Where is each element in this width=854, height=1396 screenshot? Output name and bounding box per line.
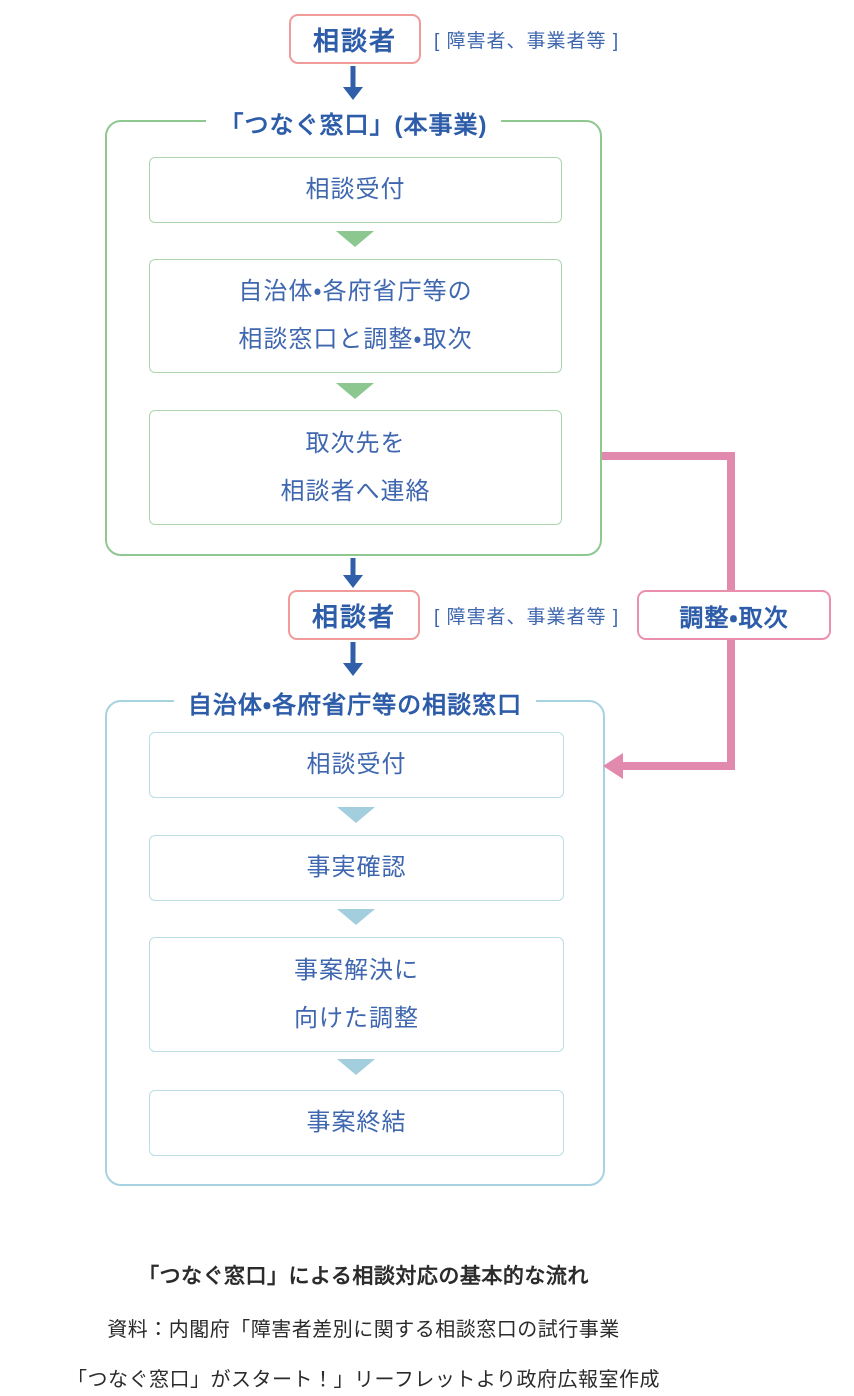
step-resolution: 事案解決に 向けた調整 — [149, 937, 564, 1052]
caption: 「つなぐ窓口」による相談対応の基本的な流れ 資料：内閣府「障害者差別に関する相談… — [0, 1260, 727, 1396]
step-line: 自治体・各府省庁等の — [238, 278, 473, 305]
step-line: 事案解決に — [294, 956, 419, 984]
step-line: 向けた調整 — [294, 1004, 419, 1032]
connector-line-top — [602, 452, 735, 460]
consultant-box-mid: 相談者 — [288, 590, 420, 640]
step-line: 相談窓口と調整・取次 — [238, 326, 473, 353]
consultant-note-top: [ 障害者、事業者等 ] — [434, 30, 620, 52]
step-reception2: 相談受付 — [149, 732, 564, 798]
arrow-down-icon — [343, 642, 363, 676]
connector-line-bottom — [621, 762, 735, 770]
flow-arrow-icon — [337, 909, 375, 925]
step-notify: 取次先を 相談者へ連絡 — [149, 410, 562, 525]
municipal-section-title: 自治体・各府省庁等の相談窓口 — [173, 685, 537, 720]
coordination-label: 調整・取次 — [679, 604, 789, 632]
step-line: 取次先を — [305, 429, 406, 457]
step-line: 事案終結 — [306, 1109, 407, 1136]
tsunagu-section-title: 「つなぐ窓口」(本事業) — [205, 105, 502, 140]
consultant-label: 相談者 — [311, 601, 396, 632]
step-line: 相談受付 — [305, 176, 406, 203]
caption-title: 「つなぐ窓口」による相談対応の基本的な流れ — [138, 1265, 589, 1288]
caption-source-line1: 資料：内閣府「障害者差別に関する相談窓口の試行事業 — [107, 1319, 620, 1341]
flow-arrow-icon — [337, 1059, 375, 1075]
step-line: 相談者へ連絡 — [280, 477, 431, 505]
step-coordination: 自治体・各府省庁等の 相談窓口と調整・取次 — [149, 259, 562, 373]
flow-arrow-icon — [336, 231, 374, 247]
flow-arrow-icon — [337, 807, 375, 823]
step-line: 相談受付 — [306, 751, 407, 778]
arrow-down-icon — [343, 558, 363, 588]
step-line: 事実確認 — [306, 854, 407, 881]
flow-arrow-icon — [336, 383, 374, 399]
coordination-label-box: 調整・取次 — [637, 590, 831, 640]
consultant-note-mid: [ 障害者、事業者等 ] — [434, 606, 620, 628]
connector-arrowhead-icon — [603, 753, 623, 779]
step-factcheck: 事実確認 — [149, 835, 564, 901]
consultant-box-top: 相談者 — [289, 14, 421, 64]
municipal-section: 自治体・各府省庁等の相談窓口 相談受付 事実確認 事案解決に 向けた調整 事案終… — [105, 685, 605, 1186]
consultant-label: 相談者 — [312, 25, 397, 56]
arrow-down-icon — [343, 66, 363, 100]
step-closure: 事案終結 — [149, 1090, 564, 1156]
tsunagu-section: 「つなぐ窓口」(本事業) 相談受付 自治体・各府省庁等の 相談窓口と調整・取次 … — [105, 105, 602, 556]
step-reception: 相談受付 — [149, 157, 562, 223]
caption-source-line2: 「つなぐ窓口」がスタート！」リーフレットより政府広報室作成 — [67, 1369, 660, 1391]
